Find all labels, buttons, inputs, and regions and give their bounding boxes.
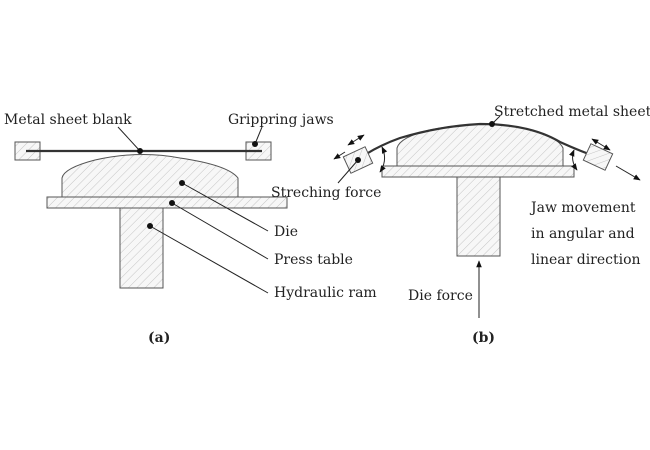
- hydraulic-ram-b: [456, 176, 501, 257]
- die-b: [396, 123, 564, 167]
- label-hydraulic-ram: Hydraulic ram: [274, 285, 377, 301]
- label-stretched-metal-sheet: Stretched metal sheet: [494, 104, 650, 120]
- leader-die: [181, 182, 269, 232]
- left-jaw-angular-arrow: [379, 146, 388, 173]
- dot-sheet-blank: [137, 148, 143, 154]
- label-jaw-movement-2: in angular and: [531, 226, 635, 242]
- right-jaw-linear-arrow: [591, 138, 611, 151]
- label-die: Die: [274, 224, 298, 240]
- caption-b: (b): [472, 330, 495, 346]
- label-die-force: Die force: [408, 288, 473, 304]
- label-stretching-force: Streching force: [271, 185, 381, 201]
- label-jaw-movement-1: Jaw movement: [529, 200, 636, 216]
- right-jaw-b: [582, 143, 614, 171]
- leader-hydraulic-ram: [149, 225, 269, 294]
- hydraulic-ram-a: [119, 205, 164, 289]
- press-table-b: [381, 165, 575, 178]
- left-jaw-linear-arrow: [347, 134, 365, 146]
- right-stretch-arrow: [615, 165, 641, 181]
- dot-stretched-sheet: [489, 121, 495, 127]
- label-jaw-movement-3: linear direction: [531, 252, 641, 268]
- diagram-b: Stretched metal sheet Streching force Ja…: [271, 104, 650, 346]
- label-metal-sheet-blank: Metal sheet blank: [4, 112, 132, 128]
- dot-gripping-jaws: [252, 141, 258, 147]
- right-jaw-angular-arrow: [569, 149, 578, 171]
- dot-hydraulic-ram: [147, 223, 153, 229]
- leader-stretching-force: [337, 159, 359, 184]
- diagram-a: Metal sheet blank Grippring jaws Die Pre…: [4, 112, 377, 346]
- press-table-a: [46, 196, 288, 209]
- label-press-table: Press table: [274, 252, 353, 268]
- stretched-metal-sheet: [351, 122, 601, 165]
- label-gripping-jaws: Grippring jaws: [228, 112, 334, 128]
- dot-die: [179, 180, 185, 186]
- die-a: [61, 153, 239, 198]
- left-stretch-arrow: [333, 151, 346, 160]
- leader-sheet-blank: [117, 126, 141, 152]
- dot-stretching-force: [355, 157, 361, 163]
- leader-press-table: [171, 202, 269, 260]
- leader-gripping-jaws: [254, 126, 263, 145]
- caption-a: (a): [148, 330, 170, 346]
- dot-press-table: [169, 200, 175, 206]
